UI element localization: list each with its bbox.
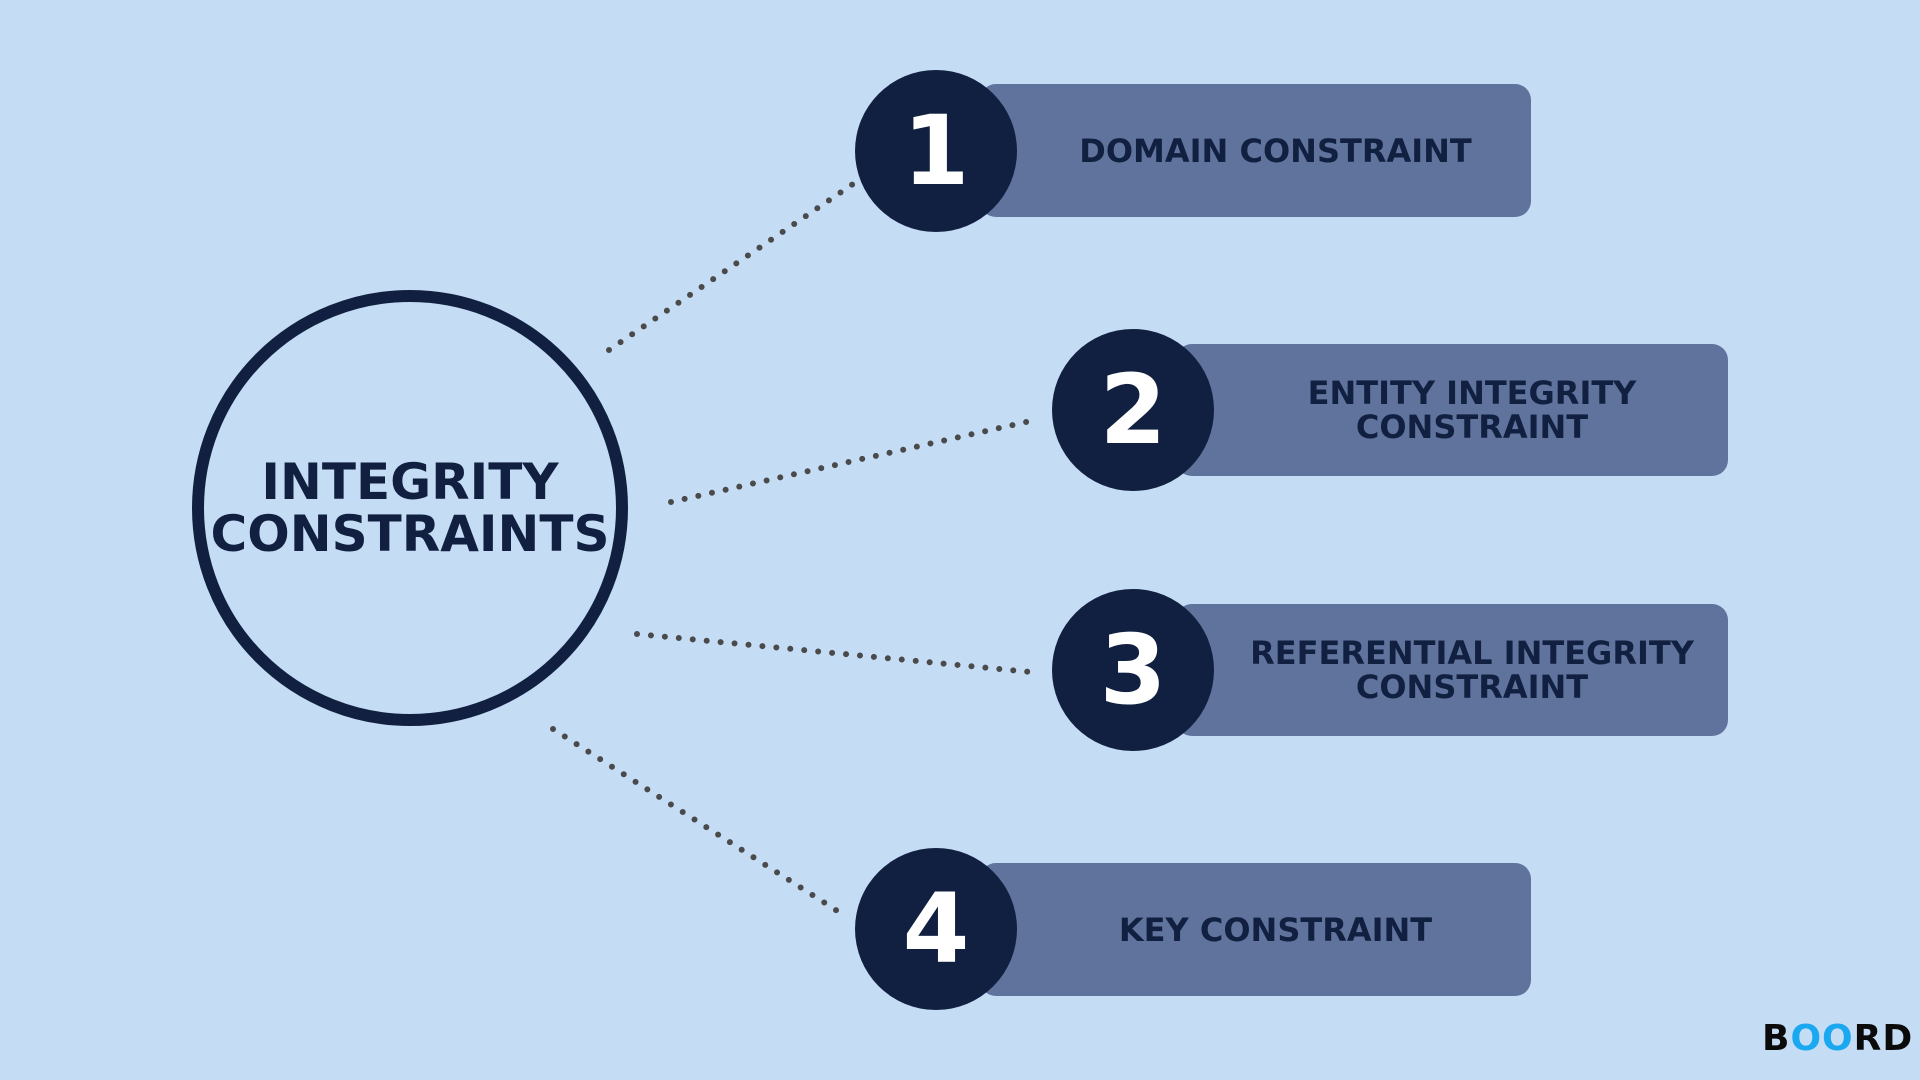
item-label-1: DOMAIN CONSTRAINT — [1079, 131, 1472, 170]
item-box-3: REFERENTIAL INTEGRITY CONSTRAINT — [1176, 604, 1728, 736]
item-box-2: ENTITY INTEGRITY CONSTRAINT — [1176, 344, 1728, 476]
connector-line-4 — [550, 726, 842, 915]
item-number-4: 4 — [855, 848, 1017, 1010]
item-number-1: 1 — [855, 70, 1017, 232]
item-number-2: 2 — [1052, 329, 1214, 491]
connector-line-1 — [606, 181, 856, 353]
item-label-2: ENTITY INTEGRITY CONSTRAINT — [1307, 374, 1637, 446]
central-circle: INTEGRITY CONSTRAINTS — [192, 290, 628, 726]
diagram-title: INTEGRITY CONSTRAINTS — [210, 453, 610, 563]
connector-line-2 — [668, 417, 1038, 505]
connector-line-3 — [634, 631, 1044, 676]
item-label-4: KEY CONSTRAINT — [1118, 910, 1433, 949]
item-number-3: 3 — [1052, 589, 1214, 751]
item-label-3: REFERENTIAL INTEGRITY CONSTRAINT — [1250, 634, 1694, 706]
item-box-4: KEY CONSTRAINT — [980, 863, 1531, 996]
board-logo: BOORD — [1762, 1018, 1914, 1059]
item-box-1: DOMAIN CONSTRAINT — [980, 84, 1531, 217]
